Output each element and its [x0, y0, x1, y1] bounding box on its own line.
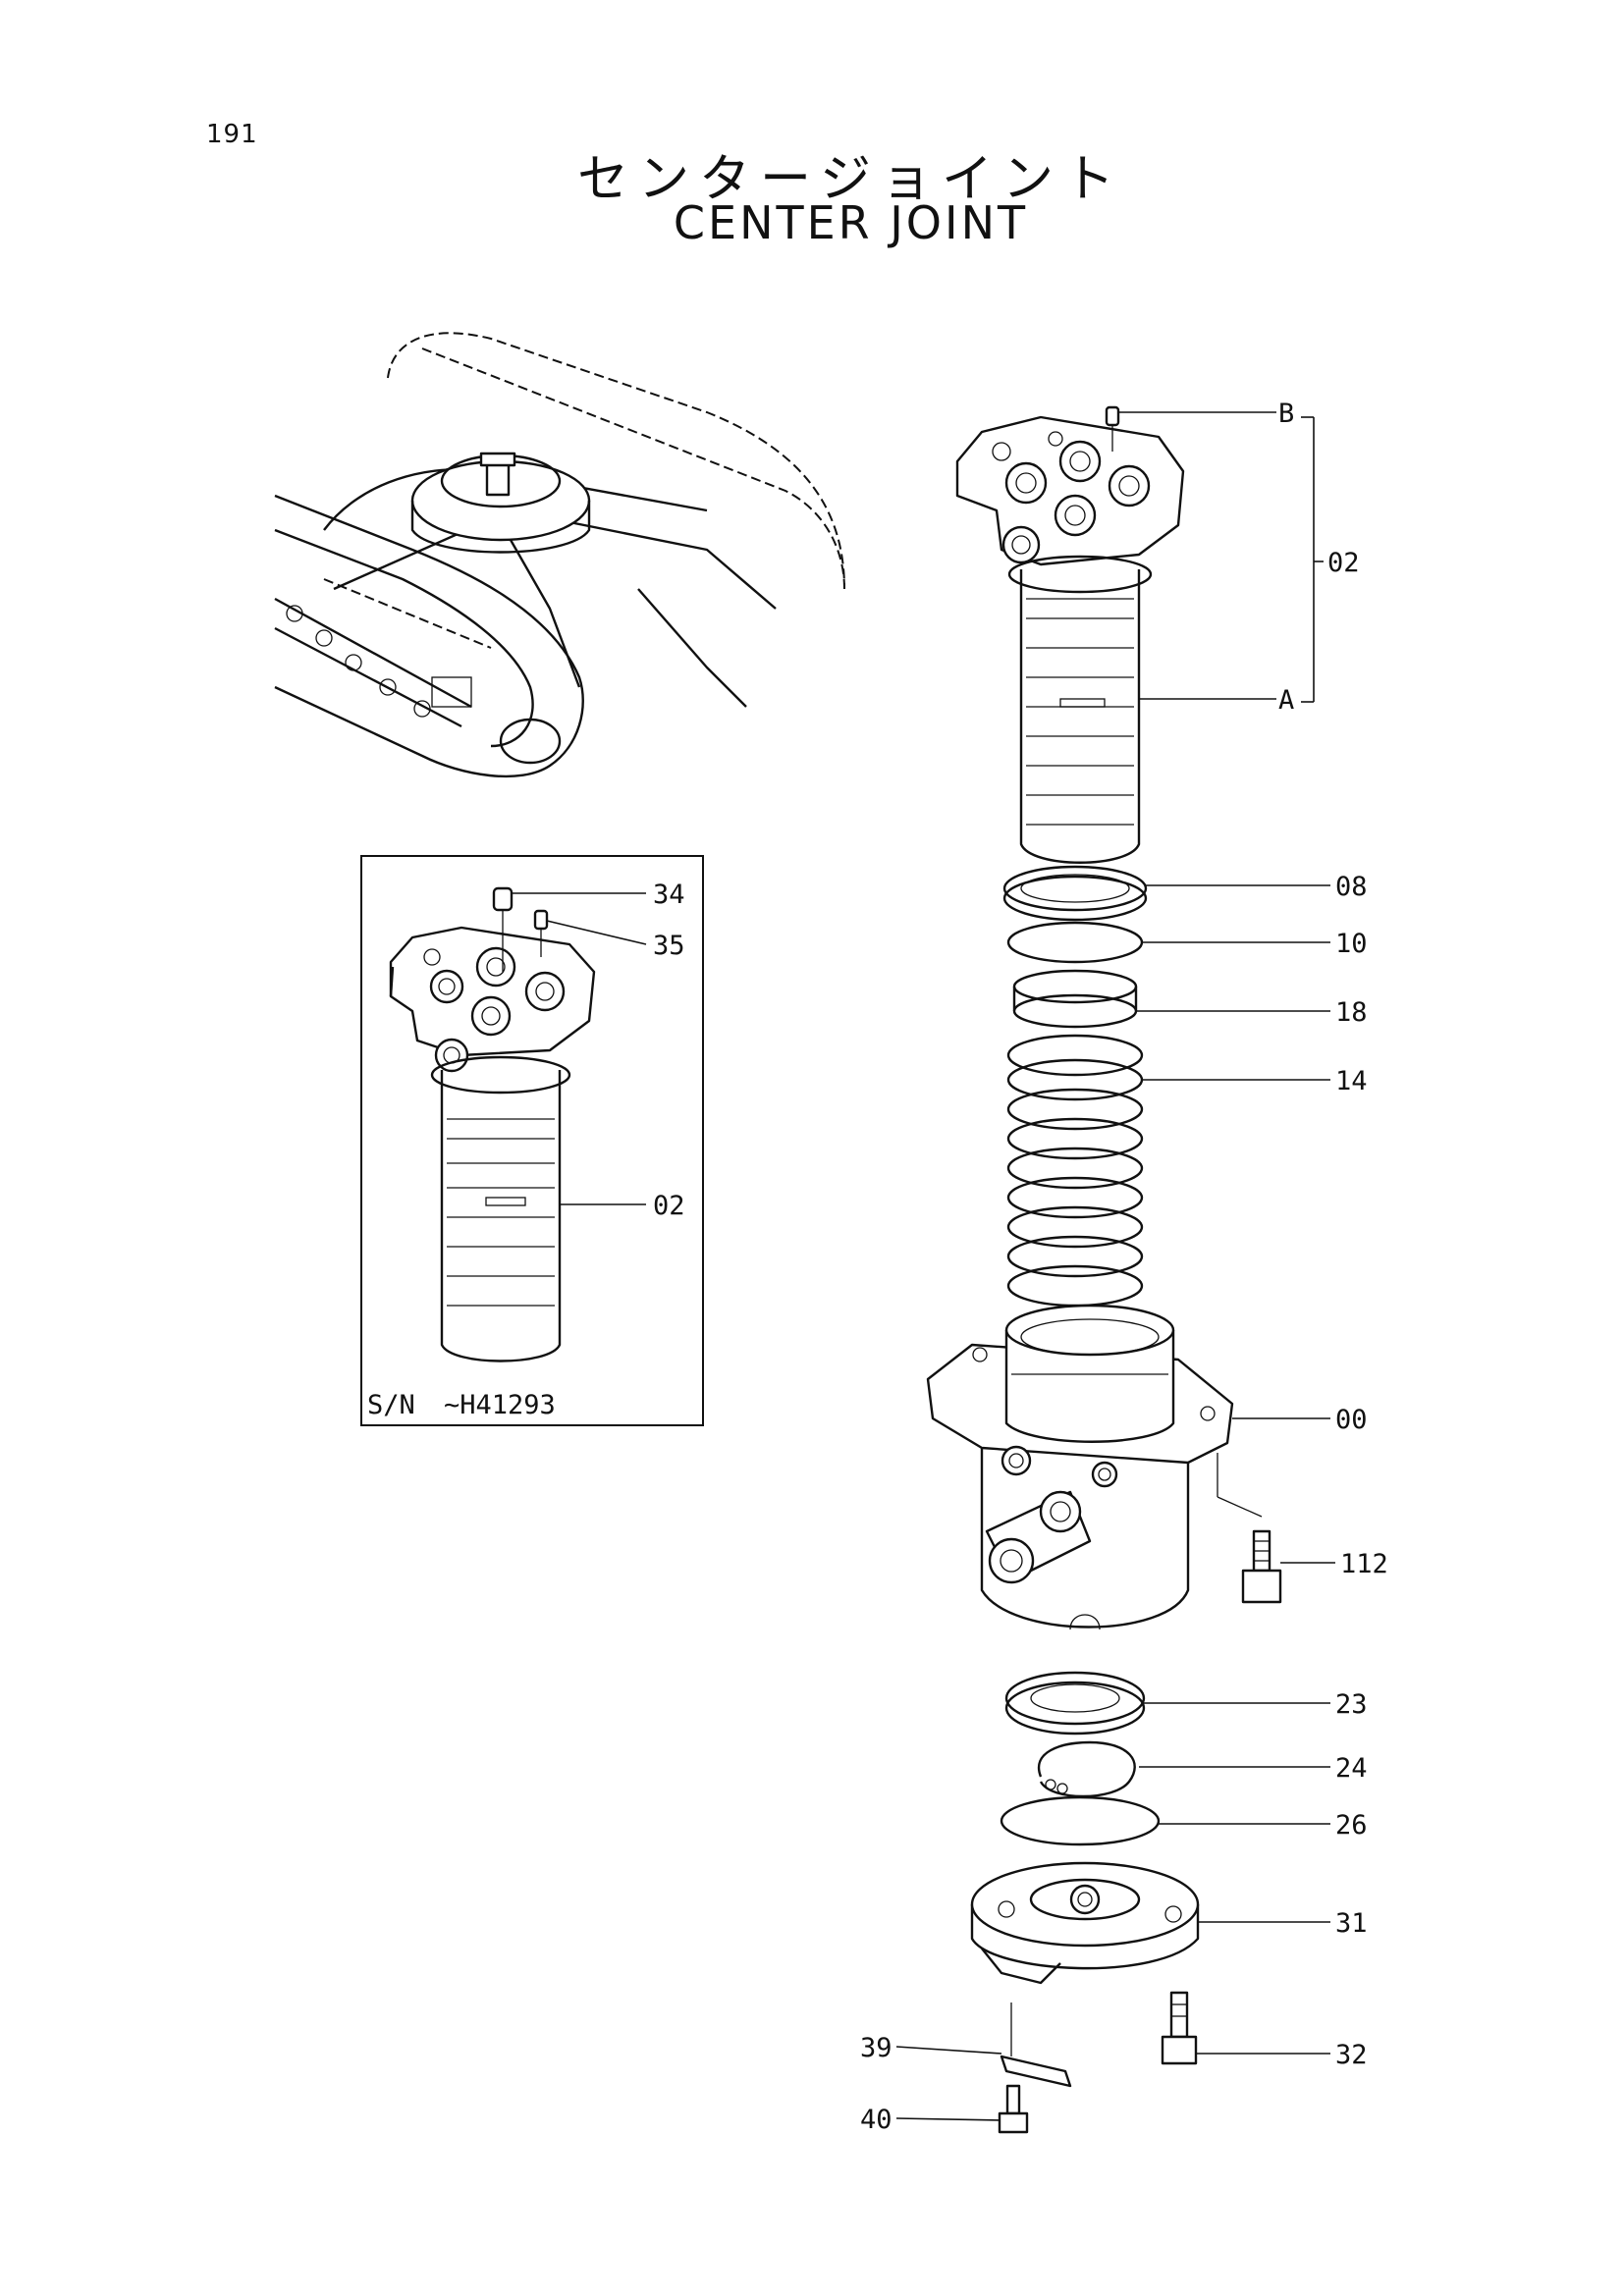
inset-box: [360, 855, 704, 1426]
callout-18: 18: [1335, 997, 1368, 1028]
callout-31: 31: [1335, 1908, 1368, 1939]
callout-23: 23: [1335, 1689, 1368, 1720]
callout-02-inset: 02: [653, 1191, 685, 1221]
undercarriage-overview: [274, 332, 845, 778]
title-english: CENTER JOINT: [673, 196, 1029, 249]
callout-40: 40: [860, 2105, 893, 2135]
callout-34: 34: [653, 880, 685, 910]
serial-range: ~H41293: [444, 1390, 556, 1420]
callout-08: 08: [1335, 872, 1368, 902]
callout-112: 112: [1340, 1549, 1388, 1579]
callout-39: 39: [860, 2033, 893, 2063]
callout-02: 02: [1327, 548, 1360, 578]
callout-26: 26: [1335, 1810, 1368, 1841]
callout-00: 00: [1335, 1405, 1368, 1435]
page-number: 191: [206, 120, 258, 149]
callout-b: B: [1278, 399, 1294, 429]
callout-14: 14: [1335, 1066, 1368, 1096]
exploded-view: [895, 405, 1335, 2134]
callout-a: A: [1278, 685, 1294, 716]
serial-prefix: S/N: [367, 1390, 415, 1420]
title-japanese: センタージョイント: [577, 150, 1124, 209]
callout-32: 32: [1335, 2040, 1368, 2070]
callout-10: 10: [1335, 929, 1368, 959]
callout-24: 24: [1335, 1753, 1368, 1784]
callout-35: 35: [653, 931, 685, 961]
